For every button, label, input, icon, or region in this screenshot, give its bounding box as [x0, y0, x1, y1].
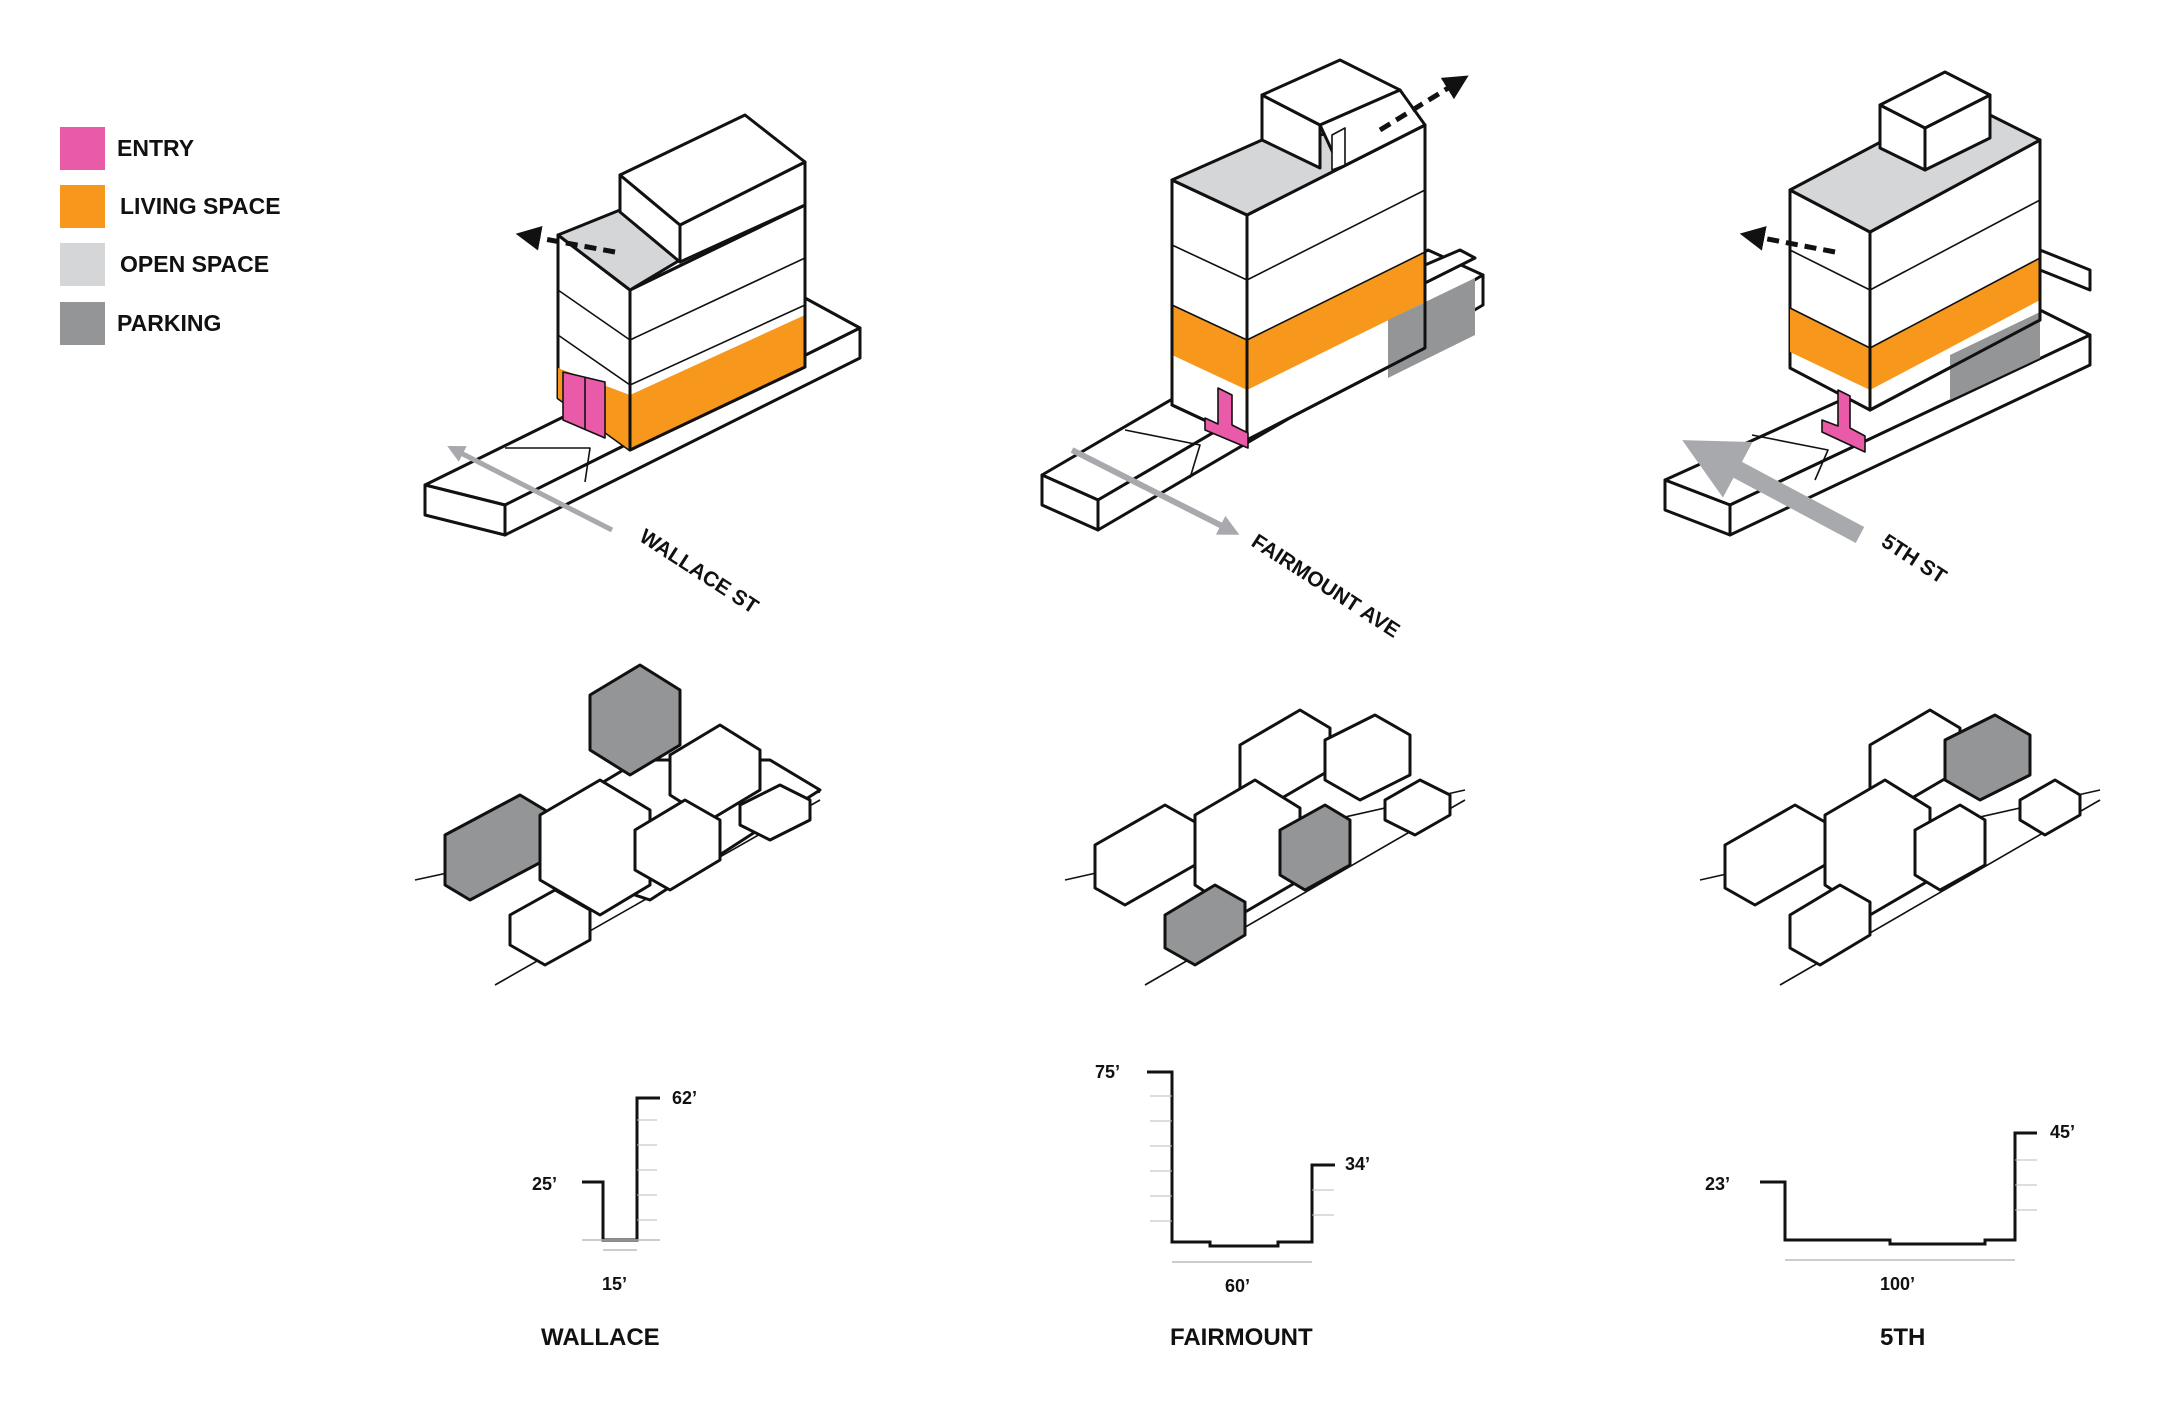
wallace-context-massing [414, 663, 822, 986]
fairmount-section-width: 60’ [1225, 1276, 1250, 1296]
legend-label-open-space: OPEN SPACE [120, 251, 269, 277]
fairmount-context-building [1323, 713, 1412, 802]
legend-label-living-space: LIVING SPACE [120, 193, 281, 219]
fairmount-open-space-arrow [1378, 75, 1469, 133]
fifth-open-space-arrow [1739, 226, 1836, 255]
fairmount-title: FAIRMOUNT [1170, 1324, 1313, 1351]
fairmount-sidewalk-line [1124, 429, 1201, 479]
open-space-swatch [60, 243, 105, 286]
wallace-context-building [738, 783, 812, 842]
fairmount-living-band-front [1172, 305, 1247, 390]
fifth-axonometric: 5TH ST [1663, 70, 2092, 589]
fifth-parking [1950, 312, 2040, 400]
fifth-section-profile [1760, 1131, 2037, 1246]
wallace-title: WALLACE [541, 1324, 660, 1351]
fifth-floor-line [1789, 249, 1871, 291]
fifth-living-band-front [1790, 308, 1870, 390]
legend-label-entry: ENTRY [117, 135, 194, 161]
fifth-context-massing [1699, 708, 2101, 986]
fairmount-entry [1204, 387, 1249, 449]
fifth-street-label: 5TH ST [1877, 530, 1950, 589]
legend: ENTRY LIVING SPACE OPEN SPACE PARKING [60, 127, 281, 345]
fifth-floor-line [1869, 199, 2041, 291]
wallace-entry [562, 371, 606, 439]
fifth-context-building [2018, 778, 2082, 837]
wallace-floor-line [629, 257, 806, 341]
legend-item-parking: PARKING [60, 302, 221, 345]
fairmount-street-section: 75’ 34’ 60’ FAIRMOUNT [1095, 1062, 1370, 1351]
context-massing-row [414, 663, 2101, 986]
legend-label-parking: PARKING [117, 310, 221, 336]
fifth-living-band-side [1870, 258, 2040, 390]
fairmount-left-height: 75’ [1095, 1062, 1120, 1082]
fifth-parking-structure [1943, 713, 2032, 802]
wallace-parking-structure [588, 663, 682, 777]
wallace-tower-side-outline [628, 203, 807, 452]
parking-swatch [60, 302, 105, 345]
fairmount-street-label: FAIRMOUNT AVE [1247, 530, 1403, 643]
fifth-street-arrow [1682, 440, 1865, 543]
wallace-living-band-side [630, 315, 805, 450]
wallace-site-building [538, 778, 652, 917]
fifth-context-building [1723, 803, 1827, 907]
fifth-roof-volume-top [1878, 70, 1992, 130]
wallace-upper-volume-top [618, 113, 807, 227]
fairmount-context-massing [1064, 708, 1466, 986]
fairmount-parking-structure [1163, 883, 1247, 967]
fifth-context-building [1913, 803, 1987, 892]
fairmount-parking-structure [1278, 803, 1352, 892]
fifth-floor-line [1789, 307, 1871, 349]
entry-swatch [60, 127, 105, 170]
fifth-upper-deck [2038, 248, 2092, 292]
wallace-parking-structure [443, 793, 547, 902]
fairmount-street-arrow [1070, 447, 1240, 535]
fairmount-parking [1388, 278, 1475, 378]
fifth-context-building [1788, 883, 1872, 967]
wallace-section-width: 15’ [602, 1274, 627, 1294]
wallace-sidewalk-line [505, 447, 591, 483]
fairmount-axonometric: FAIRMOUNT AVE [1040, 58, 1485, 643]
legend-item-open-space: OPEN SPACE [60, 243, 269, 286]
fifth-street-section: 23’ 45’ 100’ 5TH [1705, 1122, 2075, 1351]
fairmount-floor-line [1171, 304, 1248, 341]
fairmount-floor-line [1246, 189, 1426, 281]
wallace-left-height: 25’ [532, 1174, 557, 1194]
fairmount-section-profile [1147, 1070, 1335, 1248]
wallace-context-building [508, 888, 592, 967]
fifth-right-height: 45’ [2050, 1122, 2075, 1142]
wallace-floor-line [557, 334, 631, 386]
fifth-base-side [1728, 333, 2092, 537]
legend-item-entry: ENTRY [60, 127, 194, 170]
wallace-floor-line [557, 289, 631, 341]
fifth-section-width: 100’ [1880, 1274, 1915, 1294]
fairmount-living-band-side [1247, 252, 1425, 390]
wallace-street-section: 25’ 62’ 15’ WALLACE [532, 1088, 697, 1351]
wallace-street-label: WALLACE ST [635, 525, 762, 619]
wallace-floor-line [629, 304, 806, 386]
wallace-right-height: 62’ [672, 1088, 697, 1108]
fairmount-floor-line [1246, 251, 1426, 341]
fairmount-right-height: 34’ [1345, 1154, 1370, 1174]
fifth-left-height: 23’ [1705, 1174, 1730, 1194]
wallace-street-arrow [447, 446, 614, 533]
wallace-open-space-arrow [515, 225, 616, 255]
wallace-context-building [633, 798, 722, 892]
fifth-sidewalk-line [1751, 434, 1829, 481]
fifth-title: 5TH [1880, 1324, 1925, 1351]
fairmount-context-building [1093, 803, 1197, 907]
wallace-axonometric: WALLACE ST [423, 113, 862, 619]
wallace-section-profile [582, 1096, 660, 1242]
fairmount-floor-line [1171, 244, 1248, 281]
fifth-floor-line [1869, 257, 2041, 349]
fifth-entry [1821, 389, 1866, 453]
wallace-context-building [668, 723, 762, 822]
fairmount-stair-opening [1331, 127, 1346, 171]
legend-item-living-space: LIVING SPACE [60, 185, 281, 228]
fairmount-context-building [1383, 778, 1452, 837]
living-space-swatch [60, 185, 105, 228]
